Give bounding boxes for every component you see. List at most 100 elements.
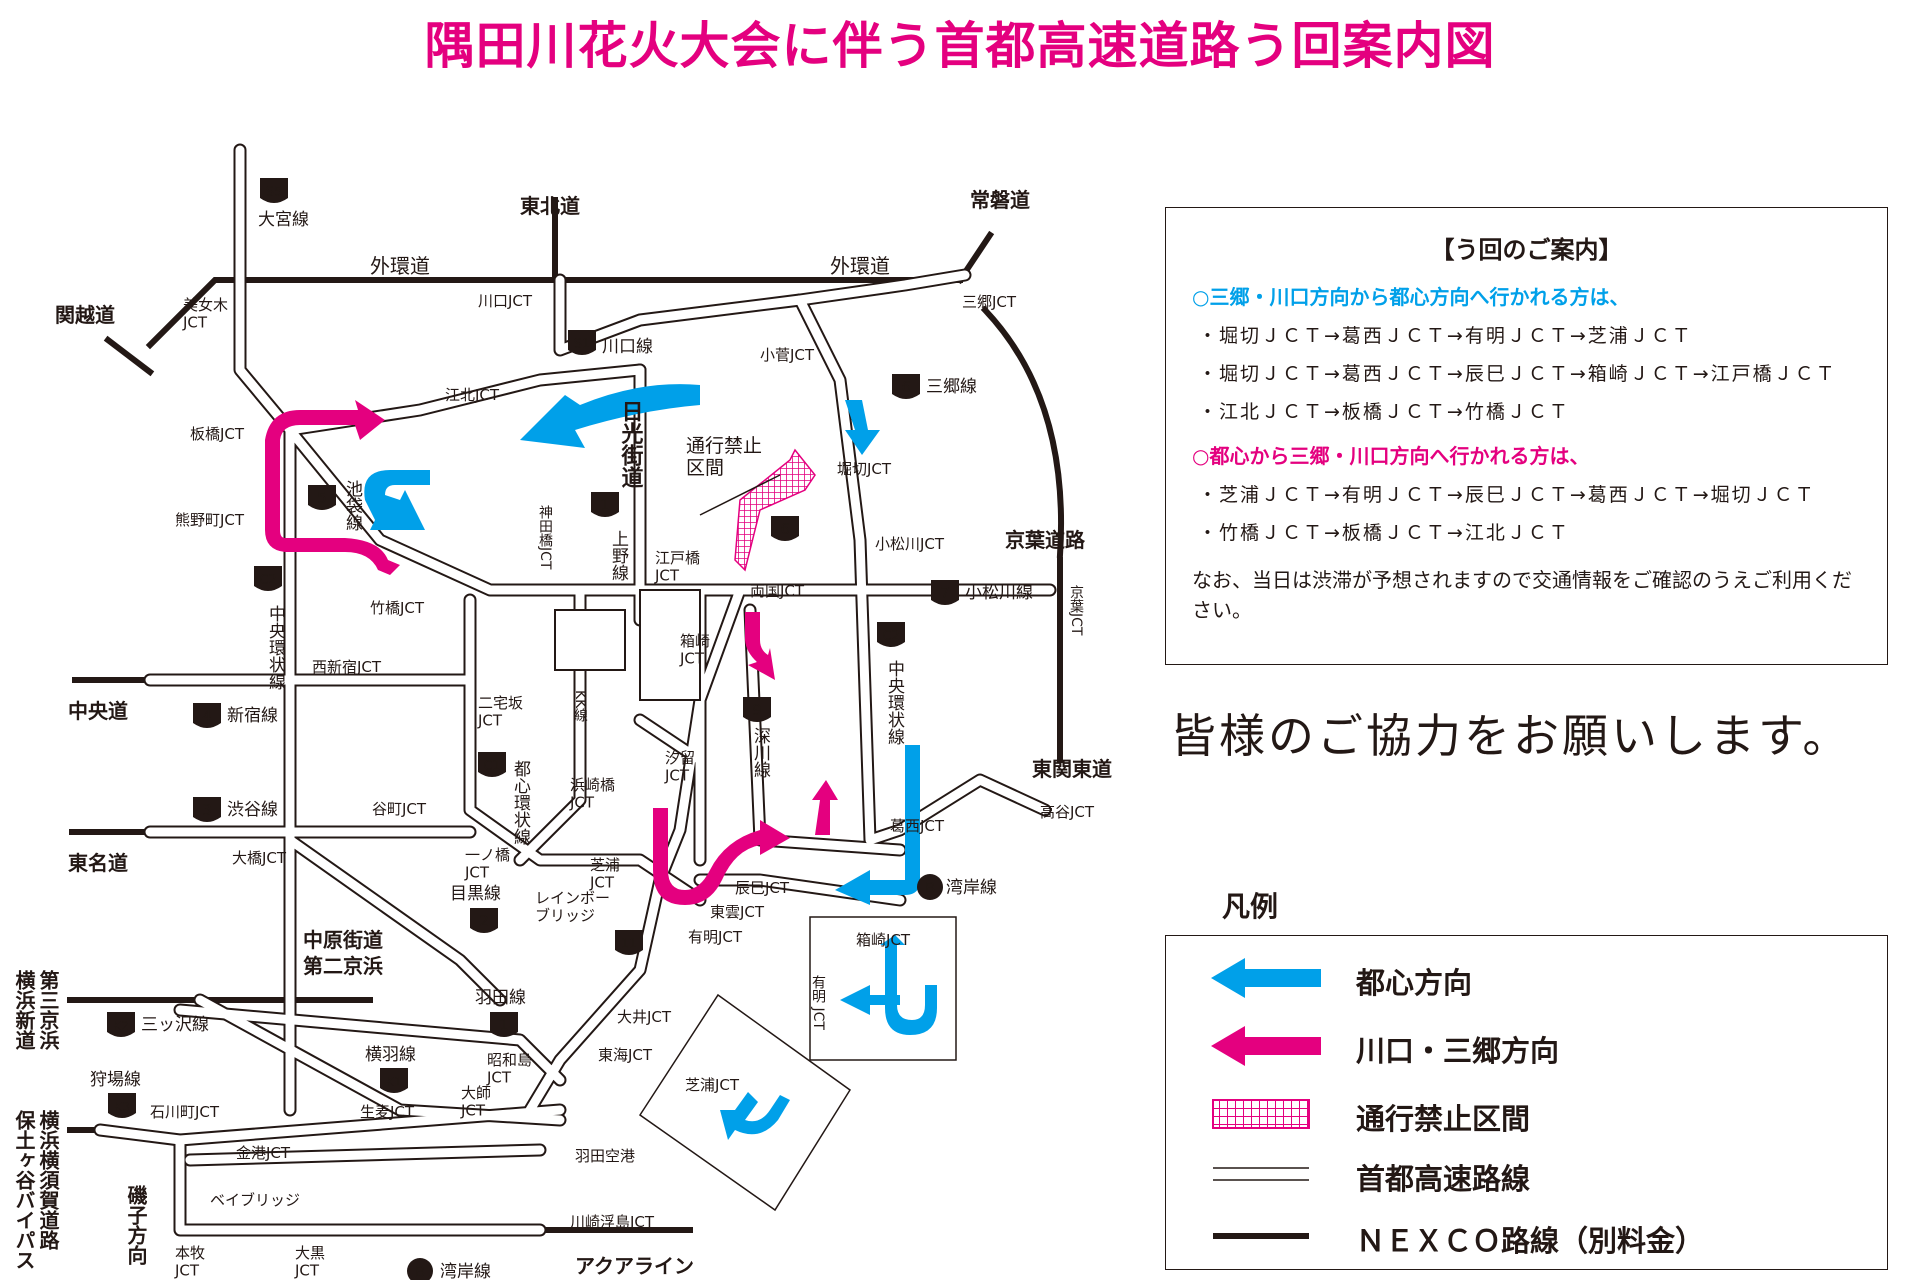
info-section-to-center: ○三郷・川口方向から都心方向へ行かれる方は、 [1192,285,1630,309]
svg-text:1: 1 [600,496,610,514]
svg-text:芝浦JCT: 芝浦JCT [589,856,620,891]
svg-text:堀切JCT: 堀切JCT [837,460,892,478]
svg-text:K2: K2 [113,1019,129,1033]
svg-text:川崎浮島JCT: 川崎浮島JCT [570,1213,655,1231]
nexco-line-icon [1213,1233,1309,1239]
svg-text:深川線: 深川線 [750,727,771,778]
shield-1b: 1 [490,1012,518,1037]
svg-text:外環道: 外環道 [370,254,430,278]
info-item: ・芝浦ＪＣＴ→有明ＪＣＴ→辰巳ＪＣＴ→葛西ＪＣＴ→堀切ＪＣＴ [1198,484,1816,506]
svg-text:三郷線: 三郷線 [926,377,977,397]
svg-text:3: 3 [202,801,212,819]
shield-s1: S1 [568,330,596,355]
svg-text:羽田空港: 羽田空港 [575,1147,635,1165]
legend-row-expressway: 首都高速路線 [1166,1144,1887,1204]
svg-text:東関東道: 東関東道 [1032,757,1112,781]
legend-row-to-kawaguchi: 川口・三郷方向 [1166,1016,1887,1076]
road-names: 東北道 常磐道 外環道 外環道 関越道 中央道 東名道 京葉道路 東関東道 中原… [12,188,1112,1278]
pink-arrow-icon [1211,1026,1321,1066]
closed-section-label: 通行禁止区間 [686,435,762,479]
svg-text:高谷JCT: 高谷JCT [1040,803,1095,821]
svg-text:東雲JCT: 東雲JCT [710,903,765,921]
svg-text:K3: K3 [114,1100,130,1114]
svg-text:竹橋JCT: 竹橋JCT [370,599,425,617]
svg-text:三ッ沢線: 三ッ沢線 [141,1015,209,1035]
info-section-from-center: ○都心から三郷・川口方向へ行かれる方は、 [1192,444,1590,468]
svg-text:東海JCT: 東海JCT [598,1046,653,1064]
shield-k1: K1 [380,1068,408,1093]
shield-1: 1 [591,492,619,517]
svg-text:湾岸線: 湾岸線 [946,878,997,898]
legend-label: 川口・三郷方向 [1356,1034,1560,1068]
svg-text:金港JCT: 金港JCT [236,1144,291,1162]
svg-text:新宿線: 新宿線 [227,706,278,726]
svg-text:江戸橋JCT: 江戸橋JCT [654,549,700,584]
svg-text:京葉道路: 京葉道路 [1005,528,1086,552]
legend-label: 通行禁止区間 [1356,1102,1531,1136]
svg-text:横浜新道: 横浜新道 [12,969,36,1050]
svg-text:生麦JCT: 生麦JCT [360,1103,415,1121]
legend-box: 都心方向 川口・三郷方向 通行禁止区間 首都高速路線 ＮＥＸＣＯ路線（別料金） [1165,935,1888,1270]
shield-3: 3 [193,797,221,822]
svg-text:有明JCT: 有明JCT [688,928,743,946]
info-note: なお、当日は渋滞が予想されますので交通情報をご確認のうえご利用ください。 [1192,568,1852,622]
svg-text:K1: K1 [386,1075,402,1089]
svg-text:石川町JCT: 石川町JCT [150,1103,220,1121]
shield-c2: C2 [254,566,282,591]
svg-text:日光街道: 日光街道 [618,400,645,488]
svg-text:小松川線: 小松川線 [965,583,1033,603]
svg-text:箱崎JCT: 箱崎JCT [856,931,911,949]
shield-11: 11 [615,930,643,955]
svg-text:箱崎JCT: 箱崎JCT [679,632,710,667]
svg-text:上野線: 上野線 [608,530,629,581]
svg-text:神田橋JCT: 神田橋JCT [537,505,553,570]
svg-text:レインボーブリッジ: レインボーブリッジ [535,889,610,924]
svg-text:関越道: 関越道 [55,303,115,327]
svg-text:江北JCT: 江北JCT [445,386,500,404]
svg-text:1: 1 [499,1016,509,1034]
svg-text:目黒線: 目黒線 [450,884,501,904]
svg-text:中央環状線: 中央環状線 [265,605,286,690]
shield-2: 2 [470,908,498,933]
svg-text:東北道: 東北道 [520,194,580,218]
svg-text:東名道: 東名道 [68,851,128,875]
route-names: 大宮線 川口線 三郷線 小松川線 新宿線 渋谷線 目黒線 湾岸線 羽田線 三ッ沢… [90,210,1033,1280]
expressway-network [93,143,1057,1237]
svg-text:11: 11 [621,937,638,952]
svg-text:西新宿JCT: 西新宿JCT [312,658,382,676]
svg-text:横羽線: 横羽線 [365,1045,416,1065]
svg-text:外環道: 外環道 [830,254,890,278]
svg-text:中央道: 中央道 [68,699,128,723]
shield-4: 4 [193,703,221,728]
blue-detour-arrows [364,384,937,1140]
svg-text:熊野町JCT: 熊野町JCT [175,511,245,529]
shield-s5: S5 [260,178,288,203]
svg-text:谷町JCT: 谷町JCT [372,800,427,818]
svg-text:5: 5 [317,489,327,507]
svg-text:2: 2 [479,912,489,930]
svg-text:保土ヶ谷バイパス: 保土ヶ谷バイパス [12,1110,36,1270]
nexco-lines [67,197,1065,1233]
info-item: ・堀切ＪＣＴ→葛西ＪＣＴ→辰巳ＪＣＴ→箱崎ＪＣＴ→江戸橋ＪＣＴ [1198,363,1837,385]
cooperation-request: 皆様のご協力をお願いします。 [1170,709,1852,763]
shield-5: 5 [308,485,336,510]
svg-text:両国JCT: 両国JCT [750,582,805,600]
legend-title: 凡例 [1222,890,1279,923]
svg-text:川口線: 川口線 [602,337,653,357]
svg-text:湾岸線: 湾岸線 [440,1262,491,1280]
shield-b2: B [407,1258,433,1280]
legend-label: 都心方向 [1356,966,1473,1000]
closed-hatch-icon [1212,1099,1310,1129]
svg-text:B: B [415,1263,425,1280]
shield-6: 6 [892,374,920,399]
svg-text:大橋JCT: 大橋JCT [232,849,287,867]
legend-row-closed: 通行禁止区間 [1166,1084,1887,1144]
svg-text:渋谷線: 渋谷線 [227,800,278,820]
shield-6b: 6 [771,516,799,541]
